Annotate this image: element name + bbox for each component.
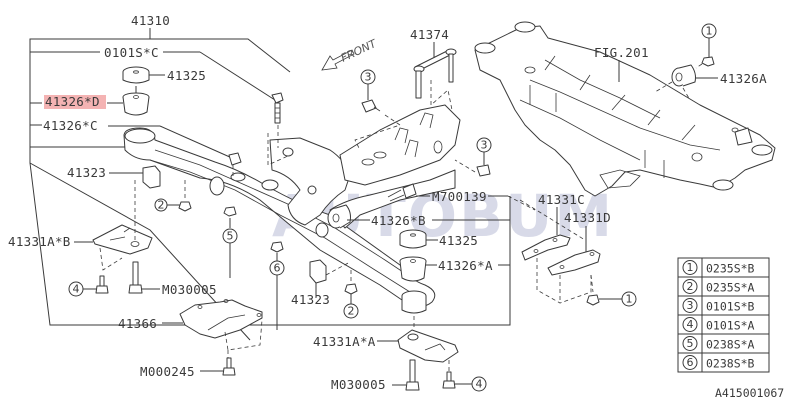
callout-1-right — [621, 291, 637, 307]
bolt-0101S-C — [271, 92, 284, 124]
nut-1-right — [586, 294, 600, 306]
label-M030005-left: M030005 — [162, 282, 217, 297]
legend-callout-number: 5 — [687, 337, 694, 350]
label-M700139: M700139 — [432, 189, 487, 204]
legend-row: 6 0238S*B — [677, 352, 770, 373]
crossmember-part — [123, 104, 461, 307]
callout-2-left-num: 2 — [158, 199, 165, 212]
legend-callout-circle — [682, 317, 698, 332]
label-41326-B: 41326*B — [371, 213, 426, 228]
drawing-number: A415001067 — [715, 386, 784, 400]
callout-1-top-num: 1 — [706, 25, 713, 38]
label-41323-left: 41323 — [67, 165, 106, 180]
callout-6-num: 6 — [274, 262, 281, 275]
legend-callout-number: 1 — [687, 261, 694, 274]
legend-row: 3 0101S*B — [677, 295, 770, 316]
label-M000245: M000245 — [140, 364, 195, 379]
callout-4-bottom-num: 4 — [476, 378, 483, 391]
bushing-41326-D — [122, 92, 150, 116]
callout-3-right-num: 3 — [481, 139, 488, 152]
legend-part-code: 0101S*A — [706, 319, 755, 333]
bolt-M030005-left — [128, 261, 143, 294]
label-0101S-C: 0101S*C — [104, 45, 159, 60]
label-41331A-A: 41331A*A — [313, 334, 376, 349]
label-41366: 41366 — [118, 316, 157, 331]
bracket-41331D — [547, 249, 601, 276]
legend-callout-number: 2 — [687, 280, 694, 293]
label-41325-top: 41325 — [167, 68, 206, 83]
legend-callout-circle — [682, 298, 698, 313]
legend-row: 5 0238S*A — [677, 333, 770, 354]
legend-row: 4 0101S*A — [677, 314, 770, 335]
label-41326-D: 41326*D — [45, 94, 100, 109]
legend-part-code: 0101S*B — [706, 300, 755, 314]
label-M030005-bottom: M030005 — [331, 377, 386, 392]
legend-callout-circle — [682, 336, 698, 351]
callout-1-right-num: 1 — [626, 293, 633, 306]
stud-bar-41374 — [413, 48, 457, 99]
legend-callout-circle — [682, 355, 698, 370]
bracket-41331A-B — [92, 224, 153, 255]
nut-6 — [270, 241, 284, 253]
label-41374: 41374 — [410, 27, 449, 42]
label-41326A: 41326A — [720, 71, 767, 86]
legend-part-code: 0238S*A — [706, 338, 755, 352]
legend-row: 2 0235S*A — [677, 276, 770, 297]
legend-part-code: 0238S*B — [706, 357, 755, 371]
label-41326-C: 41326*C — [43, 118, 98, 133]
label-41331C: 41331C — [538, 192, 585, 207]
bolt-4-left — [95, 275, 109, 294]
nut-5 — [223, 206, 237, 217]
label-41325-mid: 41325 — [439, 233, 478, 248]
bracket-41366 — [179, 299, 263, 339]
label-41310: 41310 — [131, 13, 170, 28]
callout-3-left-num: 3 — [365, 71, 372, 84]
legend-part-code: 0235S*A — [706, 281, 755, 295]
legend-callout-number: 6 — [687, 356, 694, 369]
legend-callout-circle — [682, 279, 698, 294]
label-fig201: FIG.201 — [594, 45, 649, 60]
bushing-41326A — [671, 64, 696, 87]
label-41331A-B: 41331A*B — [8, 234, 71, 249]
nut-1-top — [701, 56, 715, 67]
label-41331D: 41331D — [564, 210, 611, 225]
stopper-41323-left — [142, 165, 161, 189]
bolt-M030005-bottom — [405, 359, 420, 391]
callout-4-bottom — [471, 376, 487, 392]
front-label: FRONT — [339, 37, 380, 65]
callout-5-num: 5 — [227, 230, 234, 243]
bolt-4-bottom — [442, 371, 456, 389]
highlight-41326-D — [44, 95, 106, 109]
bolt-3-left — [361, 99, 377, 113]
bushing-41325-top — [122, 66, 150, 84]
bushing-41326-B — [327, 204, 351, 229]
bracket-41331C — [521, 234, 571, 261]
legend-callout-number: 3 — [687, 299, 694, 312]
bolt-M000245 — [222, 357, 236, 376]
nut-icon — [178, 201, 192, 212]
stopper-41323-mid — [309, 259, 327, 284]
callout-2-mid-num: 2 — [348, 305, 355, 318]
legend-callout-number: 4 — [687, 318, 694, 331]
legend-code-cell — [701, 352, 770, 373]
front-arrow — [321, 49, 355, 71]
assembly-lower-bracket — [29, 162, 511, 326]
legend-part-code: 0235S*B — [706, 262, 755, 276]
label-41326-A-star: 41326*A — [438, 258, 493, 273]
nut-center — [228, 152, 242, 166]
bracket-41331A-A — [397, 329, 459, 363]
bolt-M700139 — [387, 183, 417, 202]
fastener-legend-table: 1 0235S*B 2 0235S*A 3 0101S*B 4 0101S*A 5 0238S*A… — [677, 257, 770, 373]
legend-callout-circle — [682, 260, 698, 275]
label-41323-mid: 41323 — [291, 292, 330, 307]
nut-2-mid — [344, 283, 358, 295]
callout-4-left-num: 4 — [73, 283, 80, 296]
arm-end-boss — [401, 290, 427, 314]
bolt-3-right — [476, 164, 491, 177]
subframe-fig201 — [474, 21, 776, 197]
bushing-41325-mid — [399, 229, 427, 249]
bushing-41326-A-star — [399, 256, 427, 282]
legend-row: 1 0235S*B — [677, 257, 770, 278]
